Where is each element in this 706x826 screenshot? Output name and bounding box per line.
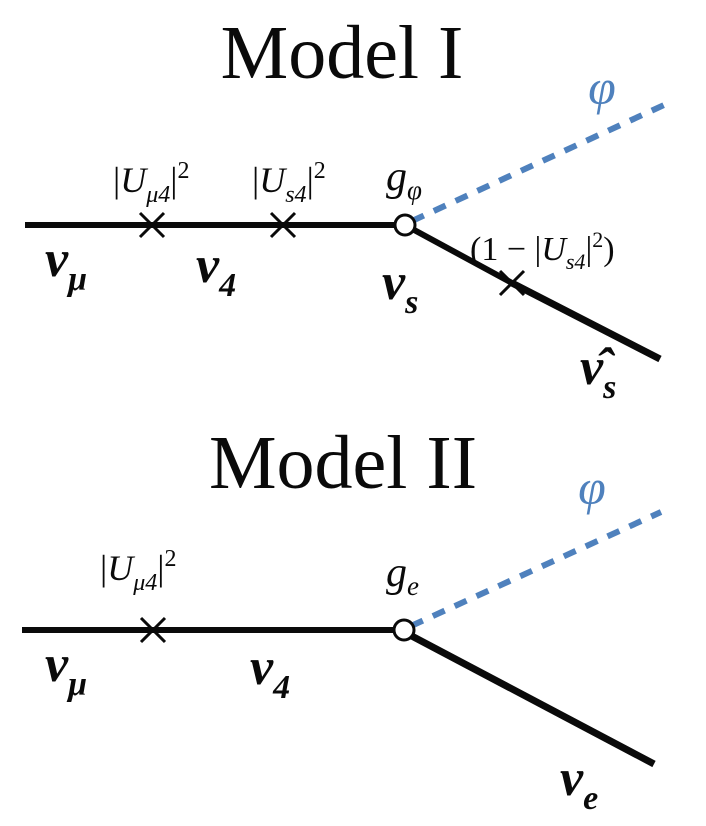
- model1-nushat-label: ν̂s: [580, 339, 616, 406]
- model2-phi-label: φ: [578, 459, 606, 515]
- model1-diagram: Model I φ |Uμ4|2 |Us4|2 gφ (1 − |Us4|2) …: [25, 11, 666, 406]
- model1-coupling-label: gφ: [386, 154, 422, 205]
- model1-title: Model I: [221, 11, 464, 95]
- model1-branch-fraction-label: (1 − |Us4|2): [470, 227, 615, 274]
- model2-mixing-mu4-label: |Uμ4|2: [100, 546, 176, 596]
- model1-nushat-line: [510, 279, 662, 363]
- model2-phi-dashed-line: [409, 509, 663, 629]
- model2-vertex-circle: [392, 618, 416, 642]
- model2-mixing-cross-mu4: [139, 616, 167, 644]
- model1-numu-label: νμ: [45, 231, 87, 298]
- model1-mixing-mu4-label: |Uμ4|2: [113, 158, 189, 208]
- model2-nue-line: [406, 630, 656, 768]
- model2-title: Model II: [209, 421, 477, 505]
- model1-phi-dashed-line: [410, 102, 666, 224]
- model1-mixing-cross-mu4: [138, 211, 166, 239]
- model2-diagram: Model II φ |Uμ4|2 ge νμ ν4 νe: [22, 421, 663, 817]
- model1-mixing-cross-s4: [269, 211, 297, 239]
- model2-nu4-label: ν4: [250, 639, 290, 706]
- model2-coupling-label: ge: [386, 550, 419, 601]
- model2-numu-label: νμ: [45, 636, 87, 703]
- model1-nus-label: νs: [382, 254, 418, 321]
- model1-vertex-circle: [393, 213, 417, 237]
- model1-mixing-s4-label: |Us4|2: [252, 158, 326, 208]
- model1-mixing-cross-branch: [498, 269, 526, 297]
- model1-nus-line-diagonal: [403, 222, 514, 286]
- model2-nue-label: νe: [560, 750, 598, 817]
- model1-phi-label: φ: [588, 59, 616, 115]
- model1-nu4-label: ν4: [196, 237, 236, 304]
